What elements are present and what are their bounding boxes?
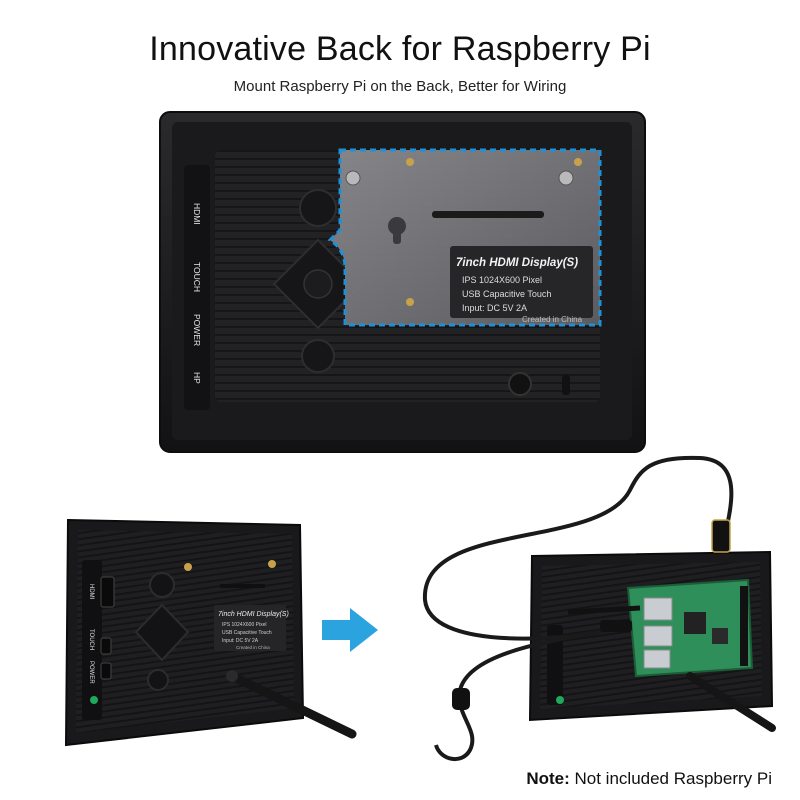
port-label-hdmi: HDMI: [192, 203, 202, 225]
label-spec: IPS 1024X600 Pixel: [462, 275, 542, 285]
ferrite-core: [452, 688, 470, 710]
port-label-touch: TOUCH: [88, 629, 94, 650]
port-label-hp: HP: [192, 372, 202, 384]
label-spec: USB Capacitive Touch: [222, 630, 272, 636]
label-spec: IPS 1024X600 Pixel: [222, 622, 266, 628]
label-spec: Input: DC 5V 2A: [462, 303, 527, 313]
label-title: 7inch HDMI Display(S): [218, 611, 289, 618]
spec-label: [214, 605, 286, 651]
dpad: [134, 603, 190, 662]
usb-port: [643, 597, 673, 621]
top-button: [299, 189, 337, 227]
spec-label: 7inch HDMI Display(S) IPS 1024X600 Pixel…: [450, 246, 593, 324]
page-subtitle: Mount Raspberry Pi on the Back, Better f…: [233, 78, 567, 95]
hdmi-connector: [711, 519, 731, 553]
note-text: Not included Raspberry Pi: [569, 769, 773, 788]
hdmi-cable: [422, 455, 734, 641]
chip: [684, 612, 706, 634]
display-back-view: 7inch HDMI Display(S) IPS 1024X600 Pixel…: [159, 111, 646, 453]
label-spec: Input: DC 5V 2A: [222, 638, 259, 644]
port-label-touch: TOUCH: [192, 262, 202, 292]
usb-port: [643, 625, 673, 647]
screw-icon: [558, 170, 574, 186]
screw-icon: [345, 170, 361, 186]
label-title: 7inch HDMI Display(S): [456, 257, 578, 269]
page-title: Innovative Back for Raspberry Pi: [149, 30, 651, 68]
label-footer: Created in China: [236, 645, 270, 650]
bottom-button: [301, 339, 335, 373]
right-arrow-icon: [322, 608, 378, 652]
display-with-raspberry-pi-view: [422, 455, 776, 761]
label-footer: Created in China: [522, 315, 583, 324]
ethernet-port: [643, 649, 671, 669]
port-label-power: POWER: [88, 661, 94, 684]
note-prefix: Note:: [526, 769, 570, 788]
port-strip: [82, 560, 102, 720]
display-side-view: 7inch HDMI Display(S) IPS 1024X600 Pixel…: [64, 518, 357, 747]
power-jack: [508, 372, 532, 396]
disclaimer-note: Note: Not included Raspberry Pi: [526, 769, 772, 789]
stand-leg: [227, 671, 357, 739]
port-strip: [184, 165, 210, 410]
mount-area-outline: [327, 148, 602, 327]
port-label-power: POWER: [192, 314, 202, 346]
label-spec: USB Capacitive Touch: [462, 289, 551, 299]
stand-leg: [686, 672, 776, 732]
port-label-hdmi: HDMI: [88, 584, 94, 600]
